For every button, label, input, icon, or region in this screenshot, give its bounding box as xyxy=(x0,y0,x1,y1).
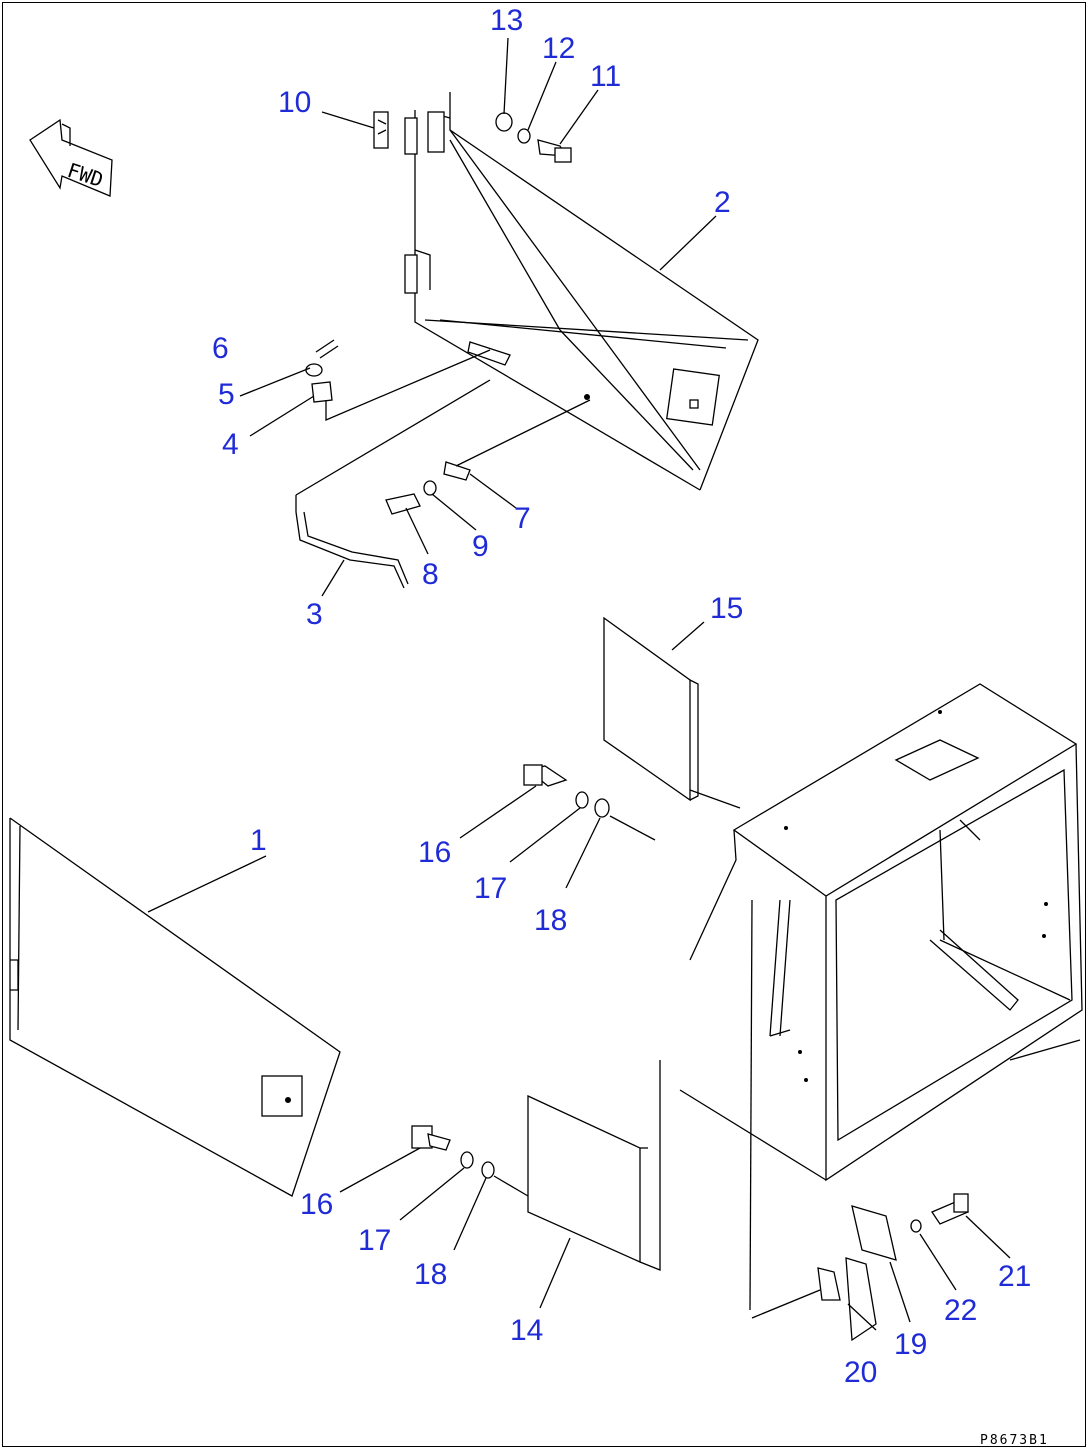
callout-10: 10 xyxy=(278,86,311,119)
parts-16-18-upper xyxy=(523,764,656,841)
callout-15: 15 xyxy=(710,592,743,625)
callout-11: 11 xyxy=(590,60,621,93)
part-1-cover xyxy=(9,817,341,1197)
fwd-label: FWD xyxy=(64,158,106,192)
callout-17-upper: 17 xyxy=(474,872,507,905)
part-3-stay-rod xyxy=(295,379,491,589)
callout-18-lower: 18 xyxy=(414,1258,447,1291)
callout-3: 3 xyxy=(306,598,323,631)
leader-lines xyxy=(147,37,1011,1331)
callout-17-lower: 17 xyxy=(358,1224,391,1257)
callout-21: 21 xyxy=(998,1260,1031,1293)
parts-16-18-lower xyxy=(411,1125,529,1197)
callout-8: 8 xyxy=(422,558,439,591)
callout-6: 6 xyxy=(212,332,229,365)
callout-14: 14 xyxy=(510,1314,543,1347)
callout-4: 4 xyxy=(222,428,239,461)
forward-arrow-icon: FWD xyxy=(29,118,113,197)
parts-4-6-hardware xyxy=(305,339,491,421)
drawing-code: P8673B1 xyxy=(980,1433,1049,1448)
callout-7: 7 xyxy=(514,502,531,535)
callout-9: 9 xyxy=(472,530,489,563)
callout-16-upper: 16 xyxy=(418,836,451,869)
parts-19-22-hinge xyxy=(751,1193,969,1342)
callout-16-lower: 16 xyxy=(300,1188,333,1221)
parts-7-9-hardware xyxy=(385,399,591,515)
callout-13: 13 xyxy=(490,4,523,37)
callout-2: 2 xyxy=(714,186,731,219)
callout-5: 5 xyxy=(218,378,235,411)
callout-20: 20 xyxy=(844,1356,877,1389)
part-10-clip xyxy=(373,111,389,149)
part-14-plate xyxy=(527,1060,661,1271)
callout-18-upper: 18 xyxy=(534,904,567,937)
part-15-plate xyxy=(603,616,741,809)
part-2-panel xyxy=(404,92,759,491)
cab-frame xyxy=(679,683,1083,1311)
callout-12: 12 xyxy=(542,32,575,65)
callout-1: 1 xyxy=(250,824,267,857)
parts-11-13-hardware xyxy=(495,112,572,163)
callout-19: 19 xyxy=(894,1328,927,1361)
callout-22: 22 xyxy=(944,1294,977,1327)
callout-labels: 1 2 3 4 5 6 7 8 9 10 11 12 13 14 15 16 1… xyxy=(212,4,1031,1389)
